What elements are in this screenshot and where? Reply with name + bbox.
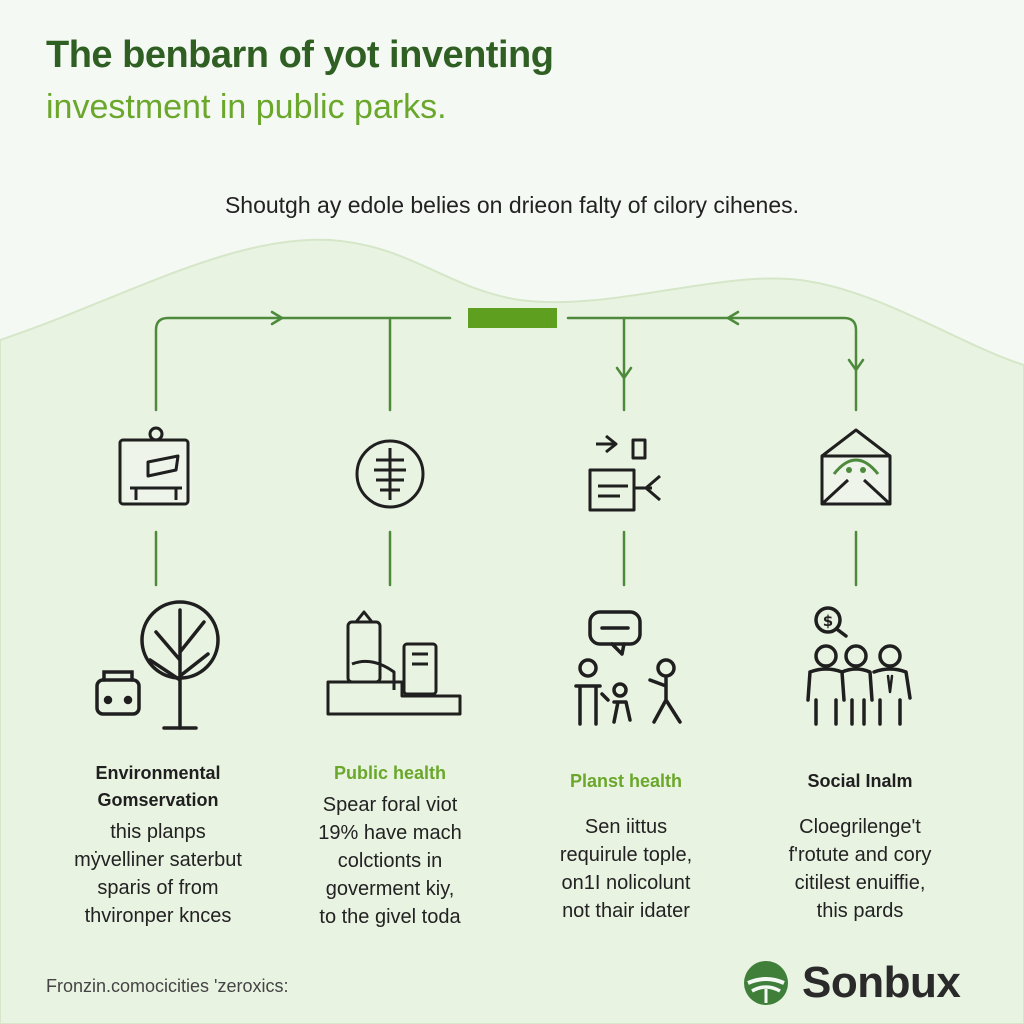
connector-right-arrow [726,310,740,326]
brand-logo-icon [744,961,788,1005]
body-line: mẏvelliner saterbut [74,849,242,871]
column-title: Planst health [516,768,736,795]
body-line: sparis of from [97,877,219,899]
connector-left-arrow [270,310,284,326]
circle-tree-icon [355,439,425,509]
page-title: The benbarn of yot inventing [46,34,554,76]
body-line: this pards [816,900,904,922]
brand-name: Sonbux [802,958,961,1007]
family-chat-icon [574,610,682,726]
body-line: on1I nolicolunt [561,872,691,894]
hub-bar [468,308,557,328]
sign-arrows-icon [588,434,661,512]
body-line: Sen iittus [584,816,668,838]
buildings-icon [326,610,462,716]
connector-left [154,316,452,412]
tree-icon [95,600,220,730]
people-money-icon: $ [806,606,912,726]
body-line: requirule tople, [559,844,693,866]
column-title: Social Inalm [750,768,970,795]
lead-text: Shoutgh ay edole belies on drieon falty … [224,192,800,218]
column-public-health: Public health Spear foral viot 19% have … [280,760,500,931]
column-title: Public health [280,760,500,787]
column-body: this planps mẏvelliner saterbut sparis o… [48,818,268,930]
bench-board-icon [118,426,192,506]
body-line: not thair idater [562,900,690,922]
column-body: Spear foral viot 19% have mach colctiont… [280,791,500,931]
column-planst-health: Planst health Sen iittus requirule tople… [516,768,736,925]
body-line: this planps [110,821,206,843]
body-line: Spear foral viot [322,794,458,816]
body-line: goverment kiy, [325,878,455,900]
body-line: colctionts in [337,850,443,872]
svg-text:$: $ [823,612,833,630]
arrow-down-center-right [615,366,633,380]
connector-right [566,316,858,412]
body-line: Cloegrilenge't [799,816,921,838]
column-title-line: Planst health [569,771,683,791]
column-title-line: Social Inalm [807,771,913,791]
arrow-down-right [847,358,865,372]
column-body: Cloegrilenge't f'rotute and cory citiles… [750,813,970,925]
envelope-icon [820,428,892,506]
column-environmental: Environmental Gomservation this planps m… [48,760,268,930]
column-title-line: Environmental [95,763,221,783]
brand: Sonbux [742,958,961,1008]
body-line: thvironper knces [84,905,232,927]
body-line: to the givel toda [319,906,461,928]
body-line: citilest enuiffie, [794,872,926,894]
column-title: Environmental Gomservation [48,760,268,814]
body-line: f'rotute and cory [788,844,932,866]
footer-note: Fronzin.comocicities 'zeroxics: [46,976,289,996]
body-line: 19% have mach [318,822,462,844]
column-title-line: Public health [333,763,447,783]
column-body: Sen iittus requirule tople, on1I nolicol… [516,813,736,925]
column-social: Social Inalm Cloegrilenge't f'rotute and… [750,768,970,925]
column-title-line: Gomservation [97,790,219,810]
page-subtitle: investment in public parks. [46,88,447,126]
